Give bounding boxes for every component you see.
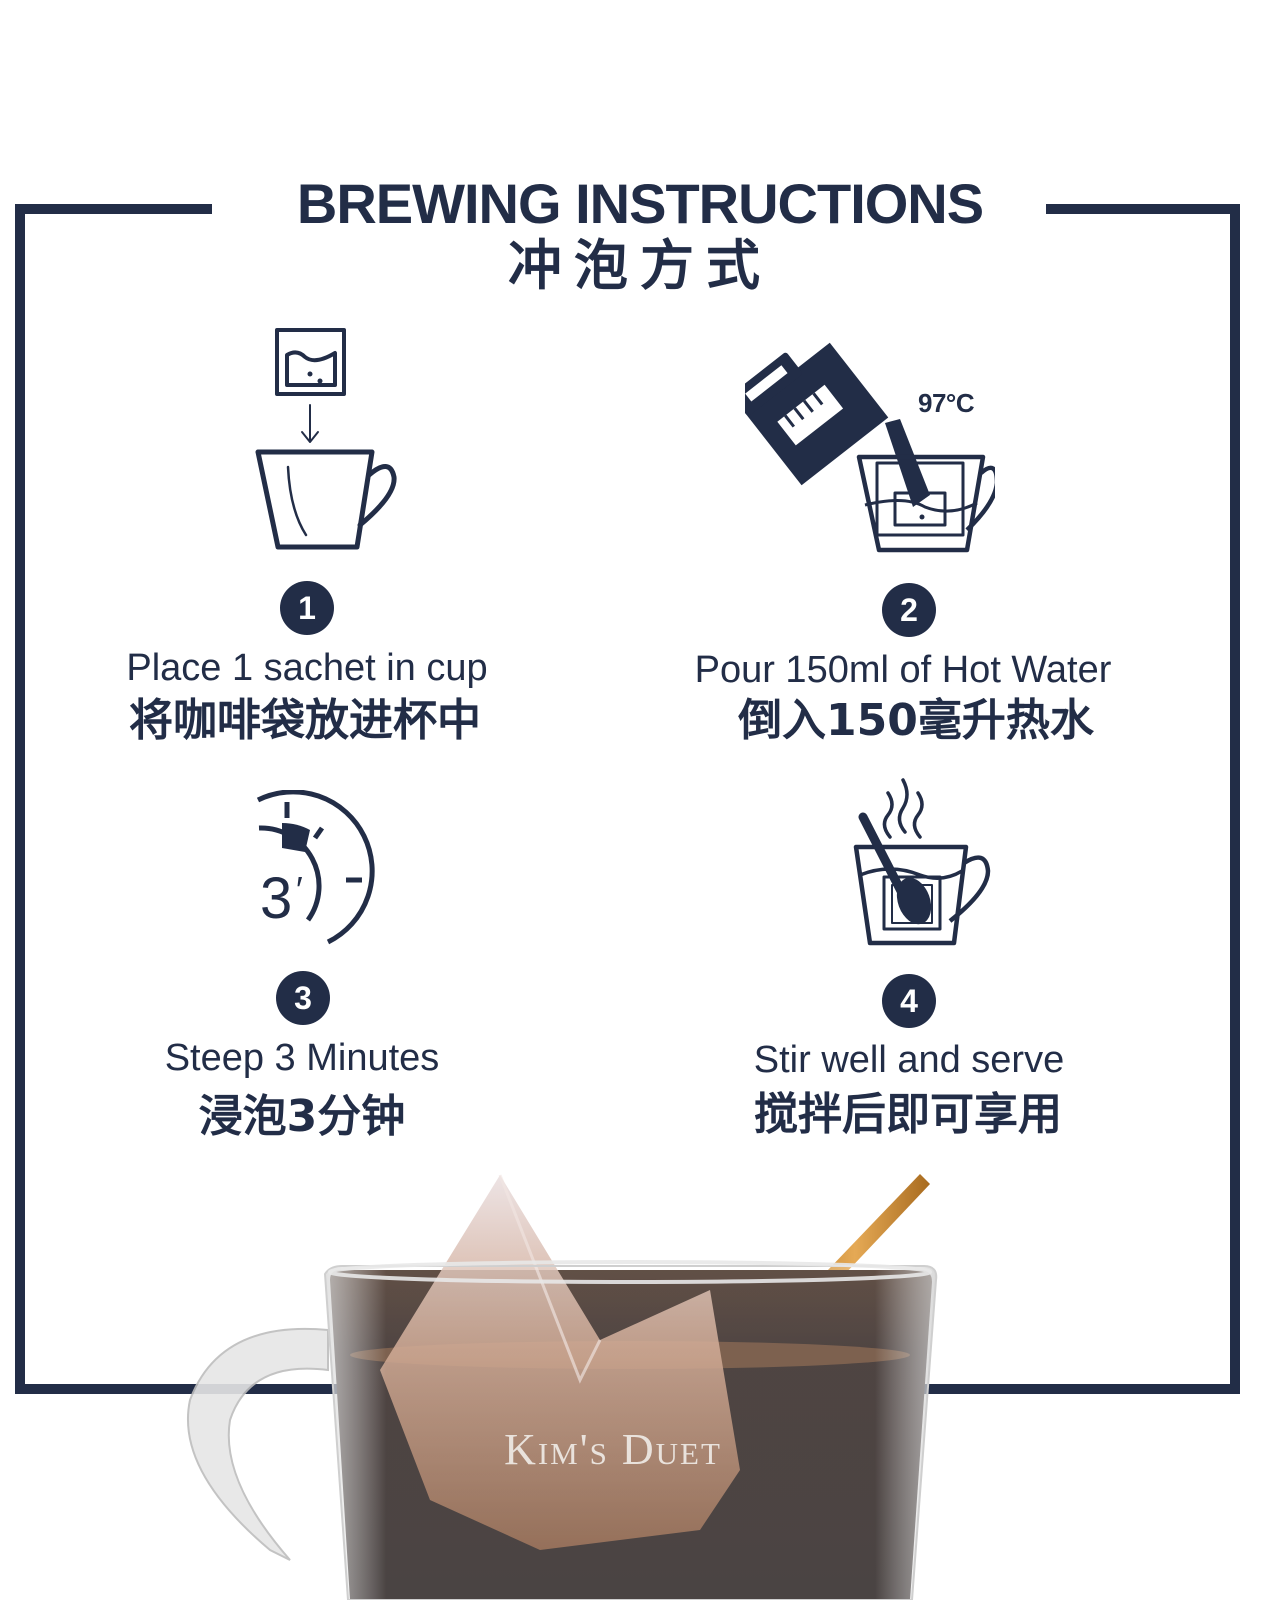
step-3-label-chinese: 浸泡3分钟 (198, 1091, 406, 1142)
svg-text:′: ′ (296, 869, 303, 910)
timer-text: 3 (260, 866, 292, 931)
frame-left (15, 204, 25, 1394)
page-title-chinese: 冲泡方式 (508, 234, 772, 297)
step-3-label: Steep 3 Minutes (164, 1037, 440, 1079)
step-number-1: 1 (280, 581, 334, 635)
frame-top-right (1046, 204, 1240, 214)
temperature-label: 97°C (918, 388, 975, 418)
stir-cup-icon (853, 778, 991, 946)
step-number-2: 2 (882, 583, 936, 637)
timer-icon: 3 ′ (256, 790, 375, 945)
step-1-label: Place 1 sachet in cup (126, 647, 488, 689)
step-number-3: 3 (276, 971, 330, 1025)
frame-top-left (15, 204, 212, 214)
step-1-label-chinese: 将咖啡袋放进杯中 (129, 695, 481, 746)
step-4-label-chinese: 搅拌后即可享用 (754, 1089, 1062, 1140)
step-number-4: 4 (882, 974, 936, 1028)
step-2-label: Pour 150ml of Hot Water (694, 649, 1112, 691)
kettle-pour-icon (745, 342, 995, 553)
step-4-label: Stir well and serve (753, 1039, 1065, 1081)
brand-logo: Kim's Duet (504, 1425, 722, 1474)
sachet-into-cup-icon (255, 328, 397, 550)
page-title: BREWING INSTRUCTIONS (296, 172, 984, 235)
coffee-cup-photo (186, 1174, 938, 1600)
step-2-label-chinese: 倒入150毫升热水 (738, 695, 1094, 746)
frame-right (1230, 204, 1240, 1394)
